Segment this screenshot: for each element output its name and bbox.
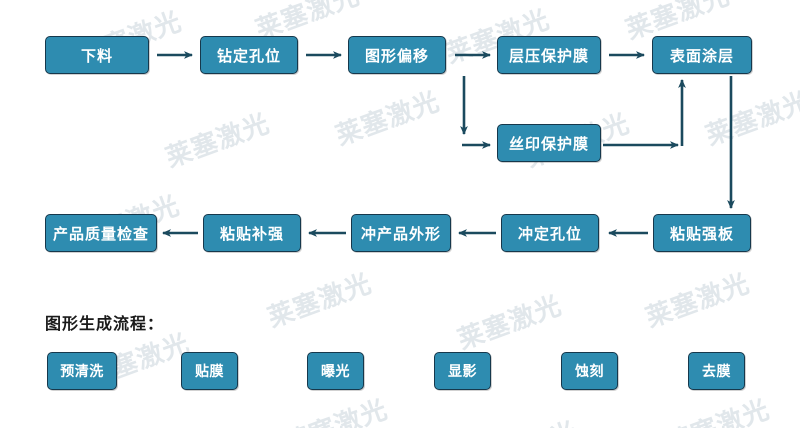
node-chong-ding-kong-wei[interactable]: 冲定孔位 bbox=[501, 214, 599, 252]
node-chong-chan-pin-wai-xing[interactable]: 冲产品外形 bbox=[351, 214, 451, 252]
node-chan-pin-zhi-liang-jian-cha[interactable]: 产品质量检查 bbox=[45, 214, 157, 252]
node-zhan-tie-bu-qiang[interactable]: 粘贴补强 bbox=[203, 214, 301, 252]
node-xia-liao[interactable]: 下料 bbox=[45, 36, 149, 74]
node-zhan-tie-qiang-ban[interactable]: 粘贴强板 bbox=[653, 214, 751, 252]
node-si-yin-bao-hu-mo[interactable]: 丝印保护膜 bbox=[497, 124, 601, 162]
node-tu-xing-pian-yi[interactable]: 图形偏移 bbox=[348, 36, 446, 74]
section-title-graphic-generation: 图形生成流程： bbox=[45, 314, 165, 333]
node-biao-mian-tu-ceng[interactable]: 表面涂层 bbox=[652, 36, 752, 74]
node-xian-ying[interactable]: 显影 bbox=[434, 352, 491, 390]
node-yu-qing-xi[interactable]: 预清洗 bbox=[47, 352, 117, 390]
node-qu-mo[interactable]: 去膜 bbox=[688, 352, 745, 390]
node-tie-mo[interactable]: 贴膜 bbox=[181, 352, 238, 390]
node-shi-ke[interactable]: 蚀刻 bbox=[561, 352, 618, 390]
node-zuan-ding-kong-wei[interactable]: 钻定孔位 bbox=[200, 36, 298, 74]
node-bao-guang[interactable]: 曝光 bbox=[307, 352, 364, 390]
node-ceng-ya-bao-hu-mo[interactable]: 层压保护膜 bbox=[497, 36, 601, 74]
